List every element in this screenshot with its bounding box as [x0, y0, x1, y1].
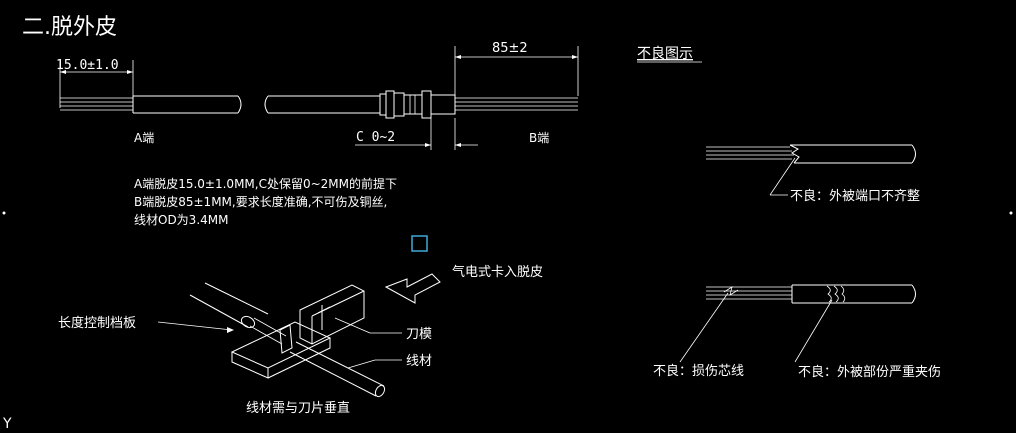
label-feed: 气电式卡入脱皮 [452, 264, 543, 280]
defect-jacket-damage-label: 不良：外被部份严重夹伤 [798, 364, 941, 380]
label-stop-plate: 长度控制档板 [58, 315, 136, 331]
note-line-3: 线材OD为3.4MM [134, 213, 228, 227]
stripping-tool-drawing: 气电式卡入脱皮 长度控制档板 刀模 线材 线材需与刀片垂直 [58, 264, 543, 416]
cable-drawing: 15.0±1.0 85±2 [56, 41, 579, 150]
label-a-end: A端 [134, 131, 154, 145]
dimension-c-reserve: C 0~2 [356, 130, 395, 145]
defect-core-damage-figure: 不良：损伤芯线 不良：外被部份严重夹伤 [653, 284, 941, 380]
label-b-end: B端 [529, 131, 549, 145]
label-wire: 线材 [406, 354, 432, 369]
label-die: 刀模 [406, 327, 432, 342]
label-perpendicular: 线材需与刀片垂直 [246, 401, 350, 416]
dimension-a-strip: 15.0±1.0 [56, 58, 119, 73]
note-line-2: B端脱皮85±1MM,要求长度准确,不可伤及铜丝, [134, 194, 387, 209]
defect-section-title: 不良图示 [637, 46, 693, 62]
defect-uneven-end-figure: 不良：外被端口不齐整 [706, 144, 920, 204]
defect-uneven-end-label: 不良：外被端口不齐整 [790, 188, 920, 204]
axis-y-glyph: Y [2, 416, 12, 432]
note-line-1: A端脱皮15.0±1.0MM,C处保留0~2MM的前提下 [134, 176, 397, 191]
page-title: 二.脱外皮 [22, 15, 117, 40]
marker-square [411, 235, 428, 252]
dimension-b-strip: 85±2 [492, 41, 528, 56]
defect-core-damage-label: 不良：损伤芯线 [653, 363, 744, 379]
